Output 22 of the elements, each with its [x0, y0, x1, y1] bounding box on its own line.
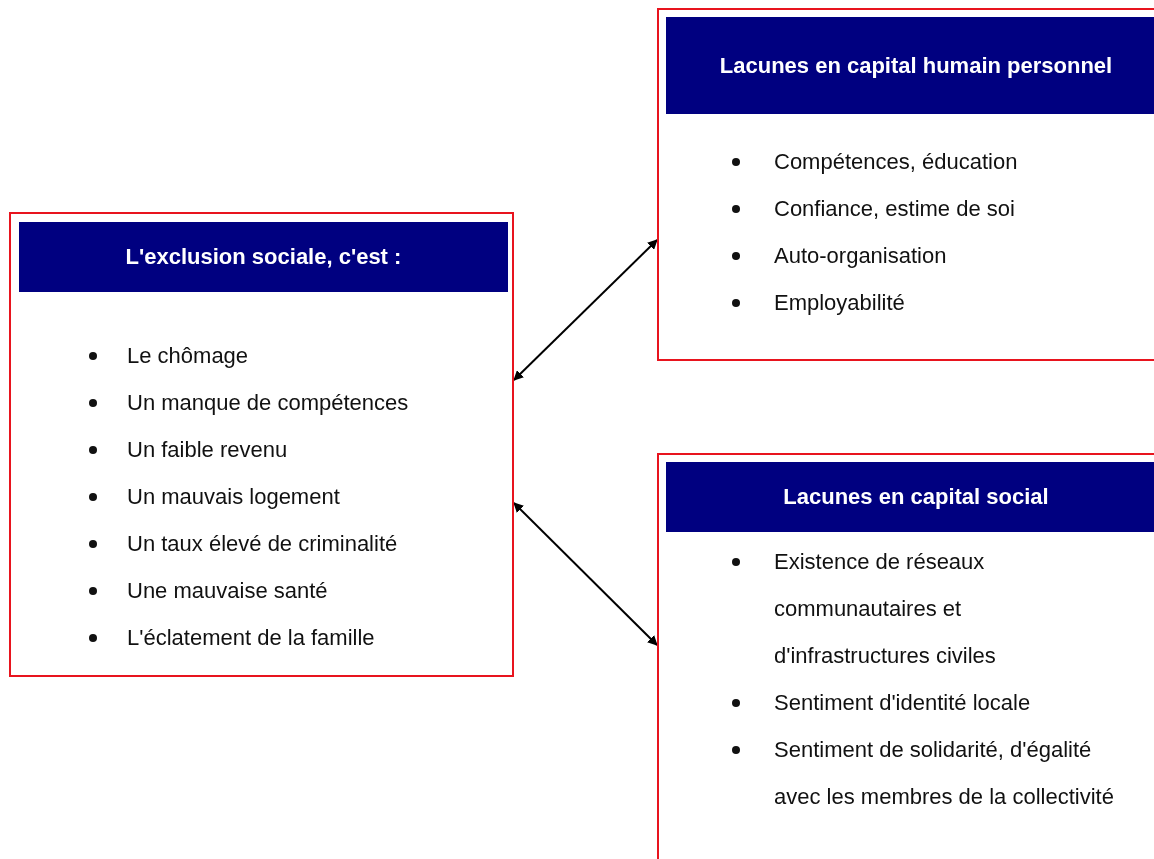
list-item: Existence de réseaux communautaires et d'infrastructures civiles [774, 548, 997, 670]
double-arrow [513, 502, 658, 646]
box-heading: Lacunes en capital humain personnel [666, 17, 1154, 114]
list-item: Un faible revenu [127, 436, 288, 464]
list-box [657, 453, 1154, 859]
list-item: Compétences, éducation [774, 148, 1018, 176]
list-item: Sentiment de solidarité, d'égalité avec les membres de la collectivité [774, 736, 1115, 811]
list-item: Confiance, estime de soi [774, 195, 1015, 223]
double-arrow [513, 239, 658, 381]
list-item: Auto-organisation [774, 242, 947, 270]
list-item: Employabilité [774, 289, 905, 317]
list-item: Sentiment d'identité locale [774, 689, 1031, 717]
list-box [657, 8, 1154, 361]
list-box [9, 212, 514, 677]
list-item: Le chômage [127, 342, 249, 370]
box-heading: Lacunes en capital social [666, 462, 1154, 532]
list-item: Un taux élevé de criminalité [127, 530, 398, 558]
list-item: Un manque de compétences [127, 389, 409, 417]
list-item: Un mauvais logement [127, 483, 340, 511]
list-item: Une mauvaise santé [127, 577, 328, 605]
list-item: L'éclatement de la famille [127, 624, 375, 652]
box-heading: L'exclusion sociale, c'est : [19, 222, 508, 292]
